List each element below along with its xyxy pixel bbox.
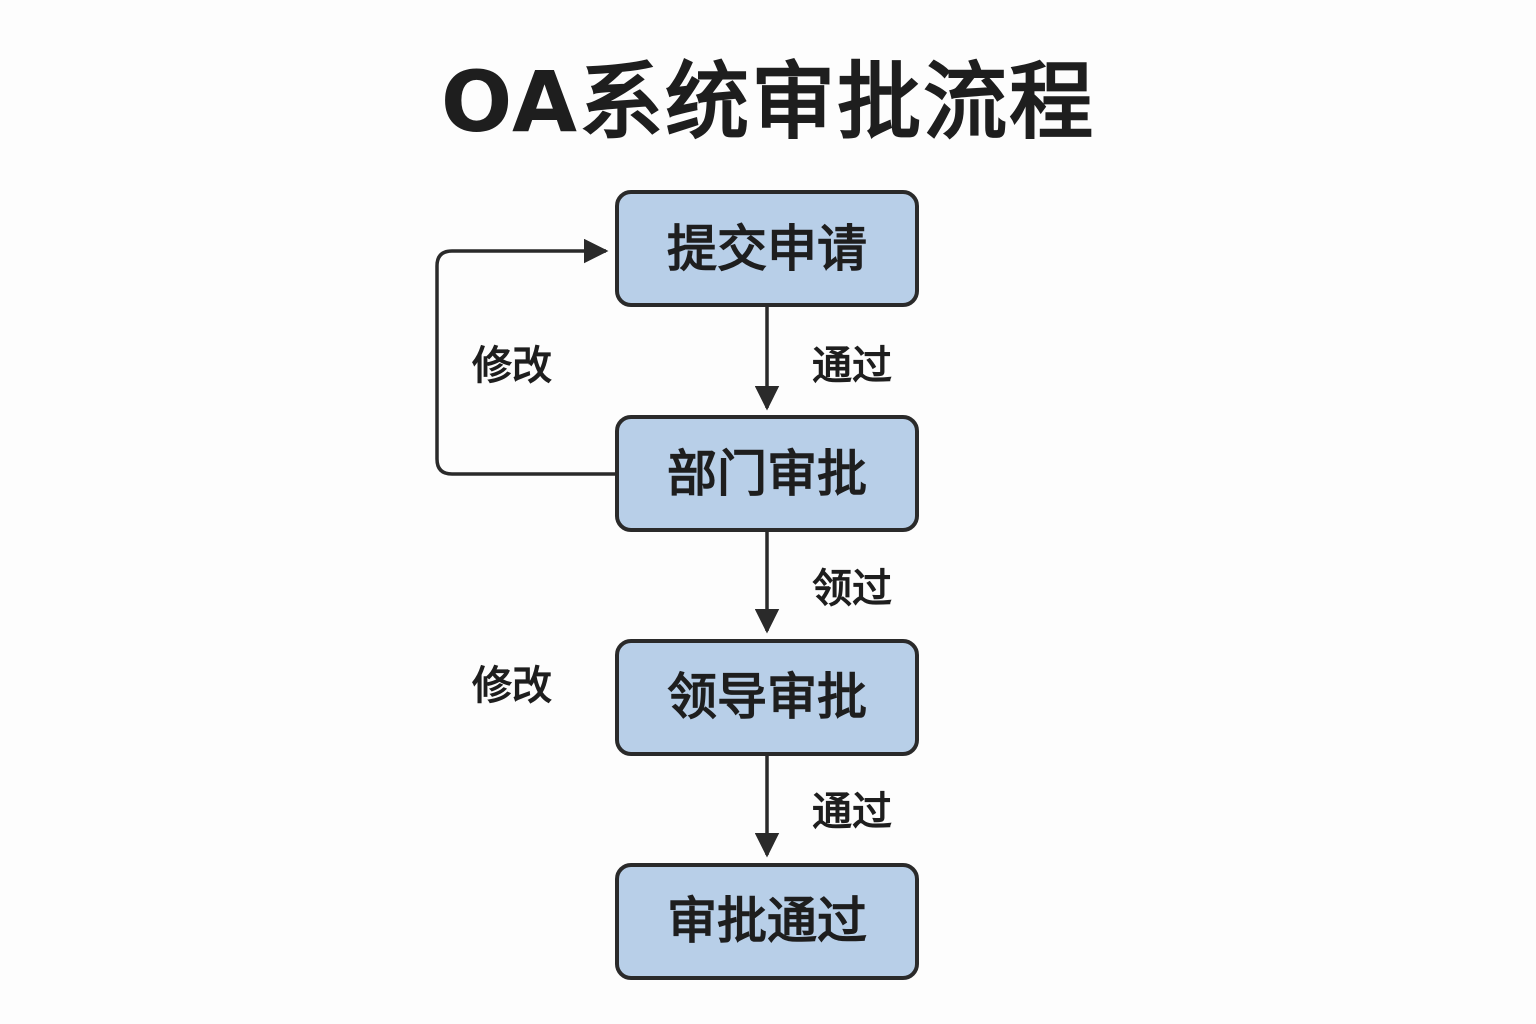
loop-edge-modify <box>435 238 616 476</box>
node-submit-request: 提交申请 <box>615 190 919 307</box>
edge-label-pass-2: 领过 <box>812 566 892 612</box>
node-leader-approval: 领导审批 <box>615 639 919 756</box>
node-label: 提交申请 <box>667 220 867 278</box>
node-label: 领导审批 <box>667 668 867 726</box>
node-department-approval: 部门审批 <box>615 415 919 532</box>
diagram-title: OA系统审批流程 <box>440 53 1096 151</box>
node-approved: 审批通过 <box>615 863 919 980</box>
edge-label-pass-1: 通过 <box>812 343 892 389</box>
loop-label-modify-1: 修改 <box>472 343 552 389</box>
node-label: 审批通过 <box>667 892 867 950</box>
node-label: 部门审批 <box>667 445 867 503</box>
edge-label-pass-3: 通过 <box>812 789 892 835</box>
loop-label-modify-2: 修改 <box>472 663 552 709</box>
